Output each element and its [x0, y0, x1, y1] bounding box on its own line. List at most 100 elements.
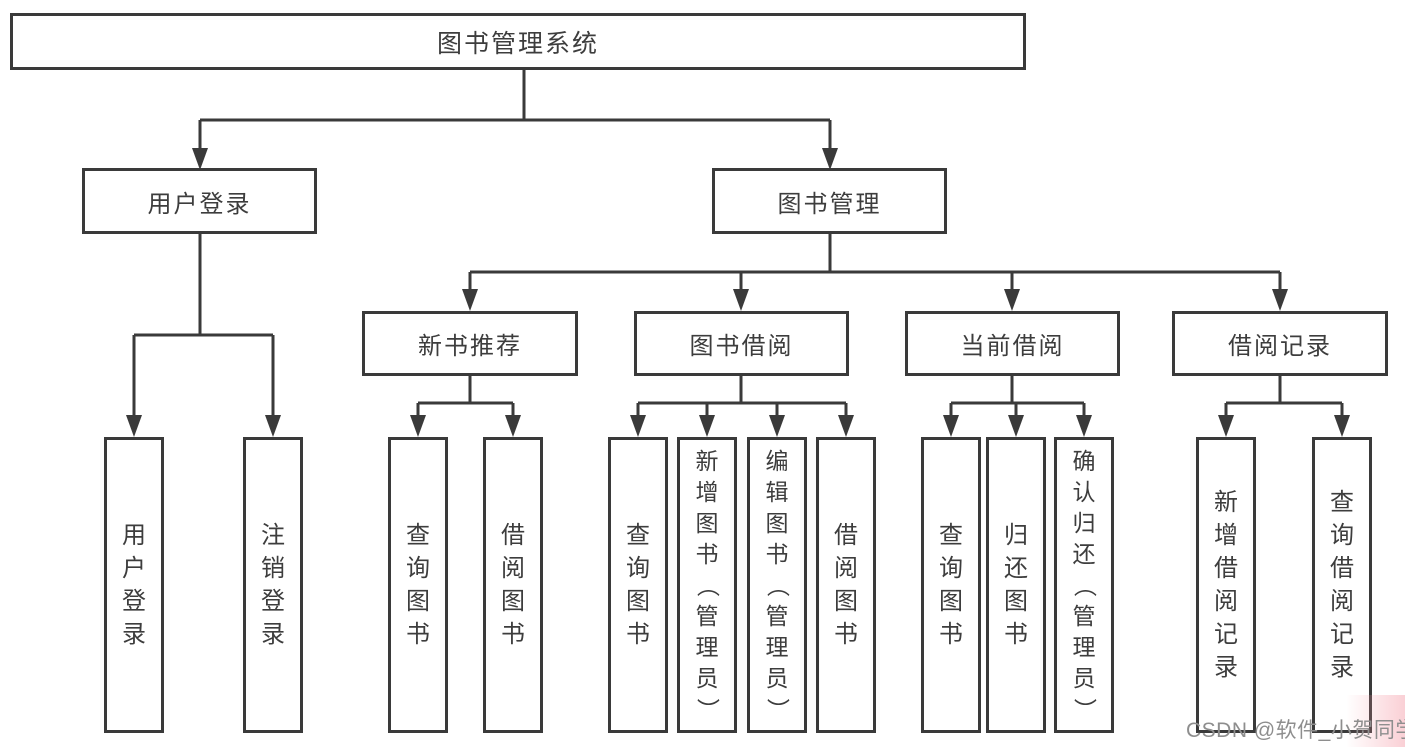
node-borrow-record: 借阅记录	[1172, 311, 1388, 376]
node-book-borrow: 图书借阅	[634, 311, 849, 376]
node-user-login-label: 用户登录	[147, 190, 252, 218]
vertical-label-char: 增	[1214, 522, 1238, 549]
connector-records	[1224, 376, 1344, 420]
connector-current	[949, 376, 1086, 420]
vertical-label-char: （	[694, 573, 721, 597]
vertical-label-char: 书	[626, 621, 650, 648]
vertical-label-char: 理	[695, 633, 719, 660]
connector-borrow	[636, 376, 848, 420]
node-new-book-recommend-label: 新书推荐	[418, 333, 522, 360]
vertical-label-char: 归	[1072, 509, 1096, 536]
vertical-label-char: 图	[1004, 588, 1028, 615]
connector-book-mgmt	[468, 234, 1282, 294]
vertical-label-char: 录	[122, 621, 146, 648]
vertical-label-char: 借	[501, 522, 525, 549]
vertical-label-char: 图	[626, 588, 650, 615]
arrowhead	[838, 415, 854, 437]
vertical-label-char: 书	[939, 621, 963, 648]
vertical-label-char: 阅	[1214, 588, 1238, 615]
node-current-borrow-label: 当前借阅	[960, 333, 1065, 360]
vertical-label-char: 注	[261, 522, 285, 549]
connector-new-books	[416, 376, 515, 420]
vertical-label-char: 认	[1072, 478, 1096, 505]
arrowhead	[822, 148, 838, 170]
arrowhead	[505, 415, 521, 437]
vertical-label-char: 查	[626, 522, 650, 549]
watermark-pink-highlight	[1346, 695, 1405, 747]
node-user-login: 用户登录	[82, 168, 317, 234]
node-book-borrow-label: 图书借阅	[689, 333, 794, 360]
vertical-label-char: 询	[406, 555, 430, 582]
leaf-logout: 注销登录	[243, 437, 303, 733]
arrowhead	[462, 289, 478, 311]
vertical-label-char: 辑	[765, 478, 789, 505]
vertical-label-char: 书	[765, 540, 789, 567]
vertical-label-char: ）	[1071, 697, 1098, 721]
watermark-text: CSDN @软件_小贺同学	[1186, 719, 1405, 742]
vertical-label-char: 书	[834, 621, 858, 648]
vertical-label-char: 查	[1330, 489, 1354, 516]
vertical-label-char: 书	[695, 540, 719, 567]
vertical-label-char: 管	[765, 602, 789, 629]
leaf-query-book-current: 查询图书	[921, 437, 981, 733]
arrowhead	[1334, 415, 1350, 437]
node-current-borrow: 当前借阅	[905, 311, 1120, 376]
vertical-label-char: 管	[1072, 602, 1096, 629]
arrowhead	[733, 289, 749, 311]
arrowhead	[410, 415, 426, 437]
vertical-label-char: ）	[764, 697, 791, 721]
leaf-user-login: 用户登录	[104, 437, 164, 733]
node-book-management: 图书管理	[712, 168, 947, 234]
vertical-label-char: 记	[1214, 621, 1238, 648]
node-book-management-label: 图书管理	[777, 190, 882, 218]
vertical-label-char: 图	[765, 509, 789, 536]
vertical-label-char: 图	[501, 588, 525, 615]
node-root-system: 图书管理系统	[10, 13, 1026, 70]
vertical-label-char: 询	[939, 555, 963, 582]
leaf-add-borrow-record: 新增借阅记录	[1196, 437, 1256, 733]
leaf-query-book-recommend: 查询图书	[388, 437, 448, 733]
vertical-label-char: 户	[122, 555, 146, 582]
vertical-label-char: 书	[1004, 621, 1028, 648]
arrowhead	[769, 415, 785, 437]
vertical-label-char: 询	[1330, 522, 1354, 549]
vertical-label-char: 用	[122, 522, 146, 549]
arrowhead	[943, 415, 959, 437]
vertical-label-char: 图	[939, 588, 963, 615]
arrowhead	[1004, 289, 1020, 311]
vertical-label-char: 记	[1330, 621, 1354, 648]
vertical-label-char: （	[1071, 573, 1098, 597]
arrowhead	[1076, 415, 1092, 437]
vertical-label-char: 还	[1072, 540, 1096, 567]
leaf-confirm-return-admin: 确认归还 （ 管理员 ）	[1054, 437, 1114, 733]
vertical-label-char: 员	[695, 664, 719, 691]
arrowhead	[699, 415, 715, 437]
vertical-label-char: 员	[1072, 664, 1096, 691]
vertical-label-char: 登	[261, 588, 285, 615]
leaf-return-book: 归还图书	[986, 437, 1046, 733]
vertical-label-char: 还	[1004, 555, 1028, 582]
leaf-query-book-borrow: 查询图书	[608, 437, 668, 733]
vertical-label-char: 图	[406, 588, 430, 615]
vertical-label-char: 理	[1072, 633, 1096, 660]
leaf-add-book-admin: 新增图书（管理员）	[677, 437, 737, 733]
vertical-label-char: 查	[406, 522, 430, 549]
vertical-label-char: 阅	[501, 555, 525, 582]
node-new-book-recommend: 新书推荐	[362, 311, 578, 376]
vertical-label-char: 销	[261, 555, 285, 582]
vertical-label-char: 查	[939, 522, 963, 549]
node-borrow-record-label: 借阅记录	[1228, 333, 1332, 360]
vertical-label-char: 借	[834, 522, 858, 549]
vertical-label-char: 理	[765, 633, 789, 660]
vertical-label-char: 新	[1214, 489, 1238, 516]
vertical-label-char: 借	[1214, 555, 1238, 582]
connector-user-login	[132, 234, 275, 420]
node-root-label: 图书管理系统	[436, 29, 599, 58]
connector-root-level2	[198, 70, 832, 152]
arrowhead	[265, 415, 281, 437]
vertical-label-char: 阅	[1330, 588, 1354, 615]
vertical-label-char: 确	[1072, 447, 1096, 474]
vertical-label-char: （	[764, 573, 791, 597]
vertical-label-char: 图	[834, 588, 858, 615]
